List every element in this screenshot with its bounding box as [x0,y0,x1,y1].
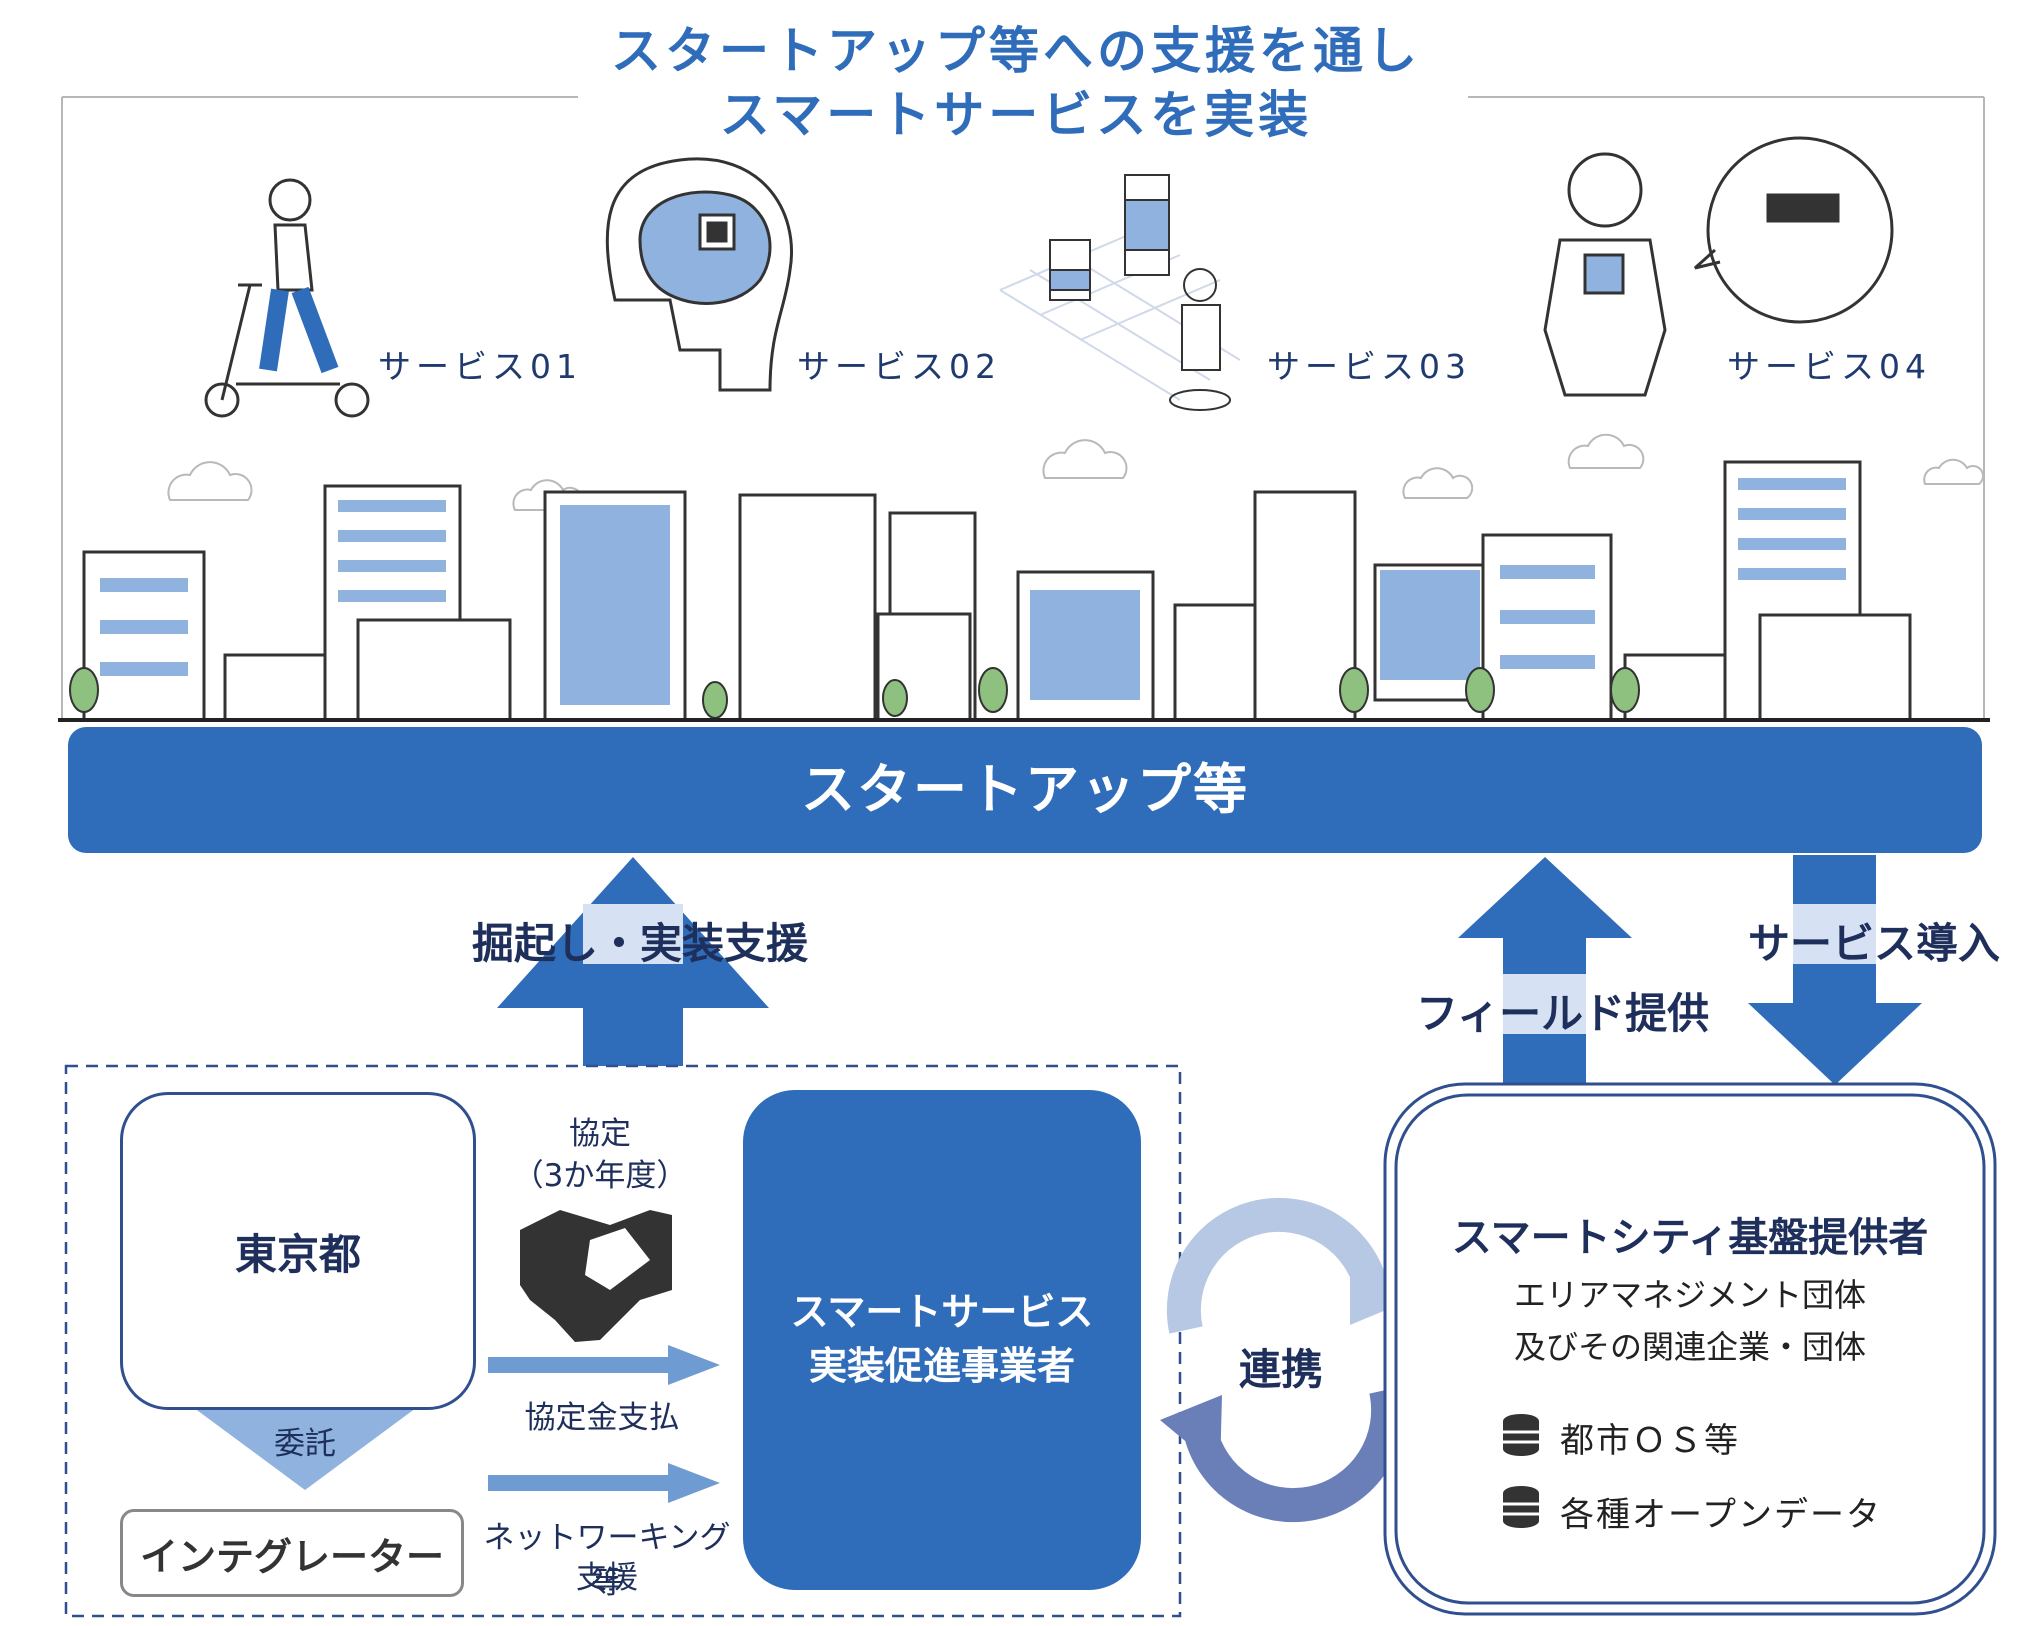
integrator-box: インテグレーター [120,1509,464,1597]
service-03-label: サービス03 [1267,347,1471,386]
up-arrow-field [1458,857,1632,1090]
payment-arrow [488,1345,720,1385]
agreement-term-label: （3か年度） [512,1158,688,1194]
platform-item-urban-os: 都市ＯＳ等 [1560,1421,1740,1461]
operator-box [743,1090,1141,1590]
service-04-label: サービス04 [1727,347,1931,386]
platform-sub2: 及びその関連企業・団体 [1513,1328,1866,1366]
payment-label: 協定金支払 [524,1400,680,1436]
field-provision-label: フィールド提供 [1416,989,1710,1038]
agreement-label: 協定 [569,1116,631,1152]
platform-title: スマートシティ基盤提供者 [1451,1215,1929,1261]
service-02-label: サービス02 [797,347,1001,386]
collaboration-label: 連携 [1238,1345,1323,1394]
dashed-group-box [64,1064,1182,1618]
platform-box-inner [1394,1093,1986,1605]
handshake-icon [520,1210,672,1342]
entrust-arrow [190,1405,420,1490]
platform-sub1: エリアマネジメント団体 [1513,1276,1866,1314]
vr-city-icon [999,174,1241,411]
tokyo-box: 東京都 [120,1092,476,1410]
operator-label-line2: 実装促進事業者 [808,1344,1075,1388]
service-arrow-label-band [1793,904,1876,964]
up-arrow-label-band [583,904,683,964]
tokyo-label: 東京都 [234,1229,361,1279]
robot-vr-icon [1543,136,1894,397]
clouds [167,433,1984,511]
startups-bar [68,727,1982,853]
cycle-arrow-head-bottom [1160,1395,1222,1470]
platform-item-open-data: 各種オープンデータ [1560,1495,1882,1535]
trees [69,667,1640,719]
entrust-label: 委託 [274,1426,336,1462]
title-line-2: スマートサービスを実装 [719,86,1313,144]
ai-brain-icon [605,157,793,392]
networking-label-line1: ネットワーキング等 [483,1520,731,1601]
discovery-support-label: 掘起し・実装支援 [472,919,809,968]
kick-scooter-icon [204,178,370,418]
service-01-label: サービス01 [378,347,582,386]
database-icon [1503,1414,1539,1456]
top-frame [61,96,1985,720]
service-introduction-label: サービス導入 [1748,919,2001,968]
down-arrow-service [1748,855,1922,1085]
operator-label-line1: スマートサービス [790,1290,1094,1334]
field-arrow-label-band [1503,974,1586,1034]
startups-bar-label: スタートアップ等 [801,758,1249,821]
title-line-1: スタートアップ等への支援を通し [611,22,1421,80]
operator-label: スマートサービス 実装促進事業者 [743,1285,1141,1393]
building-windows [100,478,1846,705]
database-icon [1503,1486,1539,1528]
network-arrow [488,1463,720,1503]
platform-box-outer [1383,1082,1997,1616]
integrator-label: インテグレーター [139,1534,444,1579]
networking-label-line2: 支援 [576,1560,638,1596]
